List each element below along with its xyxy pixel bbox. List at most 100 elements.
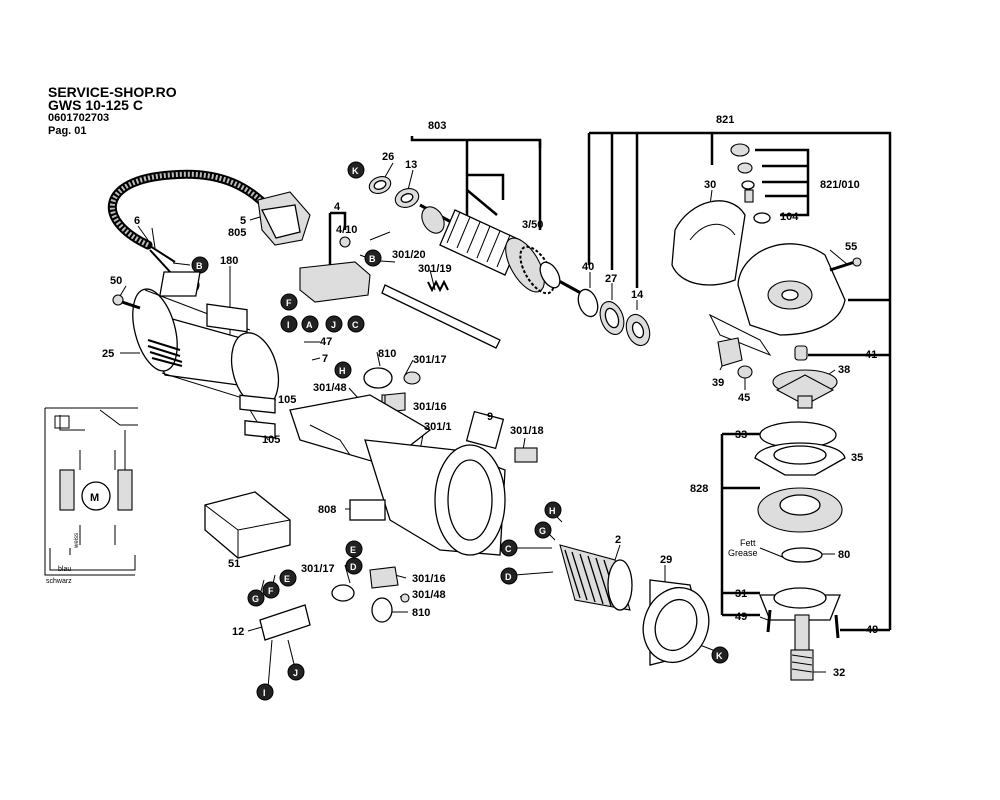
label-828: 828	[690, 483, 708, 495]
svg-text:K: K	[716, 651, 723, 661]
marker-H-stator: H	[544, 501, 562, 519]
brush-housing-part	[289, 394, 506, 556]
svg-text:B: B	[369, 254, 376, 264]
svg-text:D: D	[350, 562, 357, 572]
marker-I-lower: I	[256, 683, 274, 701]
marker-D-brush: D	[345, 557, 363, 575]
label-31: 31	[735, 588, 747, 600]
label-9: 9	[487, 411, 493, 423]
svg-text:J: J	[293, 668, 298, 678]
label-47: 47	[320, 336, 332, 348]
svg-text:J: J	[331, 320, 336, 330]
label-105-upper: 105	[278, 394, 296, 406]
marker-D-stator: D	[500, 567, 518, 585]
label-80: 80	[838, 549, 850, 561]
label-41: 41	[865, 349, 877, 361]
label-301-16-upper: 301/16	[413, 401, 447, 413]
svg-text:D: D	[505, 572, 512, 582]
marker-F-switch-lower: F	[262, 581, 280, 599]
svg-text:F: F	[268, 586, 274, 596]
label-3-50: 3/50	[522, 219, 543, 231]
label-35: 35	[851, 452, 863, 464]
label-fett: Fett	[740, 538, 756, 548]
label-49-right: 49	[866, 624, 878, 636]
svg-text:C: C	[505, 544, 512, 554]
label-4: 4	[334, 201, 341, 213]
model-name: GWS 10-125 C	[48, 97, 143, 113]
wire-weiss: weiss	[74, 533, 80, 549]
wire-blau: blau	[58, 566, 71, 573]
label-13: 13	[405, 159, 417, 171]
label-29: 29	[660, 554, 672, 566]
label-301-1: 301/1	[424, 421, 452, 433]
marker-B-switch: B	[364, 249, 382, 267]
marker-E-brush: E	[345, 540, 363, 558]
label-810-lower: 810	[412, 607, 430, 619]
svg-text:C: C	[352, 320, 359, 330]
label-301-19: 301/19	[418, 263, 452, 275]
wiring-schematic: M blau schwarz weiss	[44, 407, 138, 585]
marker-J-switch: J	[325, 315, 343, 333]
marker-B-cord: B	[191, 256, 209, 274]
label-55: 55	[845, 241, 857, 253]
label-38: 38	[838, 364, 850, 376]
marker-G-stator: G	[534, 521, 552, 539]
label-14: 14	[631, 289, 644, 301]
label-301-18: 301/18	[510, 425, 544, 437]
marker-C-stator: C	[500, 539, 518, 557]
svg-text:B: B	[196, 261, 203, 271]
leader-lines	[119, 131, 892, 689]
label-821-010: 821/010	[820, 179, 860, 191]
label-810-upper: 810	[378, 348, 396, 360]
label-27: 27	[605, 273, 617, 285]
marker-F-switch: F	[280, 293, 298, 311]
shop-name: SERVICE-SHOP.RO	[48, 84, 177, 100]
label-301-17-lower: 301/17	[301, 563, 335, 575]
marker-E-switch: E	[279, 569, 297, 587]
label-805: 805	[228, 227, 246, 239]
label-12: 12	[232, 626, 244, 638]
stator-part	[559, 544, 633, 611]
gear-housing-part	[708, 243, 846, 357]
drawing-header: SERVICE-SHOP.RO GWS 10-125 C 0601702703 …	[48, 84, 177, 138]
svg-text:I: I	[287, 320, 290, 330]
label-808: 808	[318, 504, 336, 516]
motor-housing-part	[132, 288, 280, 439]
label-301-17-upper: 301/17	[413, 354, 447, 366]
svg-text:F: F	[286, 298, 292, 308]
marker-G-switch: G	[247, 589, 265, 607]
part-number: 0601702703	[48, 112, 110, 124]
label-50: 50	[110, 275, 122, 287]
label-7: 7	[322, 353, 328, 365]
label-40: 40	[582, 261, 594, 273]
label-26: 26	[382, 151, 394, 163]
svg-text:K: K	[352, 166, 359, 176]
motor-symbol	[81, 481, 111, 511]
screw-50-part	[112, 294, 141, 310]
label-301-20: 301/20	[392, 249, 426, 261]
marker-J-lower: J	[287, 663, 305, 681]
motor-label: M	[90, 492, 99, 504]
label-5: 5	[240, 215, 246, 227]
svg-text:H: H	[549, 506, 556, 516]
marker-K-fanguard: K	[711, 646, 729, 664]
label-2: 2	[615, 534, 621, 546]
label-301-48-lower: 301/48	[412, 589, 446, 601]
svg-text:I: I	[263, 688, 266, 698]
label-4-10: 4/10	[336, 224, 357, 236]
label-301-48-upper: 301/48	[313, 382, 347, 394]
label-32: 32	[833, 667, 845, 679]
part-labels: 803 821 821/010 104 26 13 30 3/50 6 5 80…	[102, 114, 878, 679]
label-821: 821	[716, 114, 734, 126]
label-33: 33	[735, 429, 747, 441]
label-301-16-lower: 301/16	[412, 573, 446, 585]
parts	[107, 143, 862, 681]
armature-part	[419, 203, 591, 300]
label-sticker-180	[159, 271, 201, 297]
label-105-lower: 105	[262, 434, 280, 446]
svg-text:G: G	[539, 526, 546, 536]
label-51: 51	[228, 558, 240, 570]
marker-I-switch: I	[280, 315, 298, 333]
wire-schwarz: schwarz	[46, 578, 72, 585]
